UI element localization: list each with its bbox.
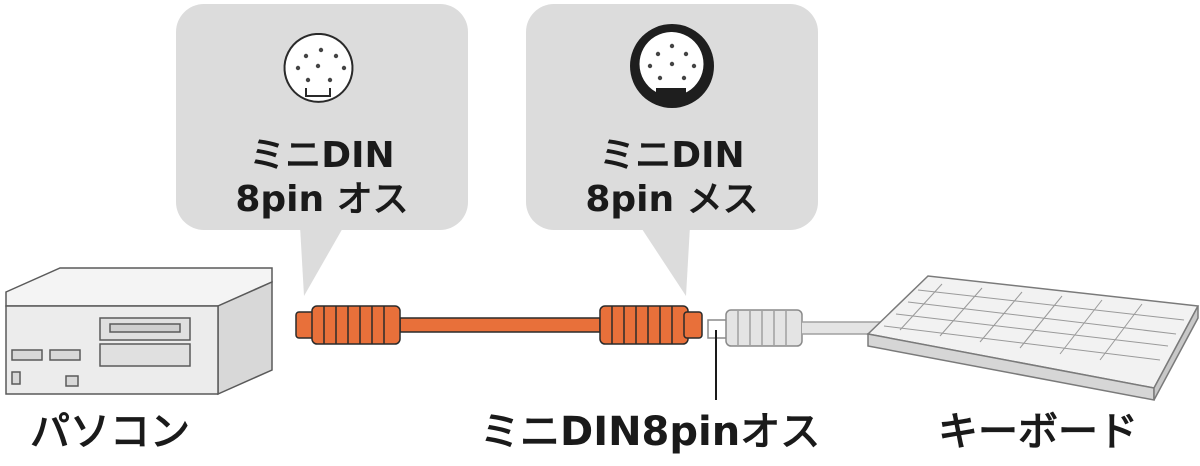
label-pc: パソコン <box>30 409 190 455</box>
mini-din-male-icon <box>283 33 354 103</box>
keyboard-illustration <box>866 275 1200 401</box>
callout-male-tail <box>300 226 344 296</box>
label-connector: ミニDIN8pinオス <box>480 409 821 455</box>
callout-male-line1: ミニDIN <box>249 135 395 176</box>
pc-illustration <box>5 267 273 396</box>
keyboard-plug <box>707 309 881 347</box>
mini-din-cable <box>295 305 703 345</box>
callout-female-line2: 8pin メス <box>585 179 759 220</box>
mini-din-female-icon <box>630 24 714 108</box>
cable-plug-right <box>599 305 703 345</box>
callout-female-tail <box>640 226 690 296</box>
callout-female-line1: ミニDIN <box>599 135 745 176</box>
callout-male-line2: 8pin オス <box>235 179 409 220</box>
label-keyboard: キーボード <box>938 409 1138 455</box>
cable-plug-left <box>295 305 401 345</box>
